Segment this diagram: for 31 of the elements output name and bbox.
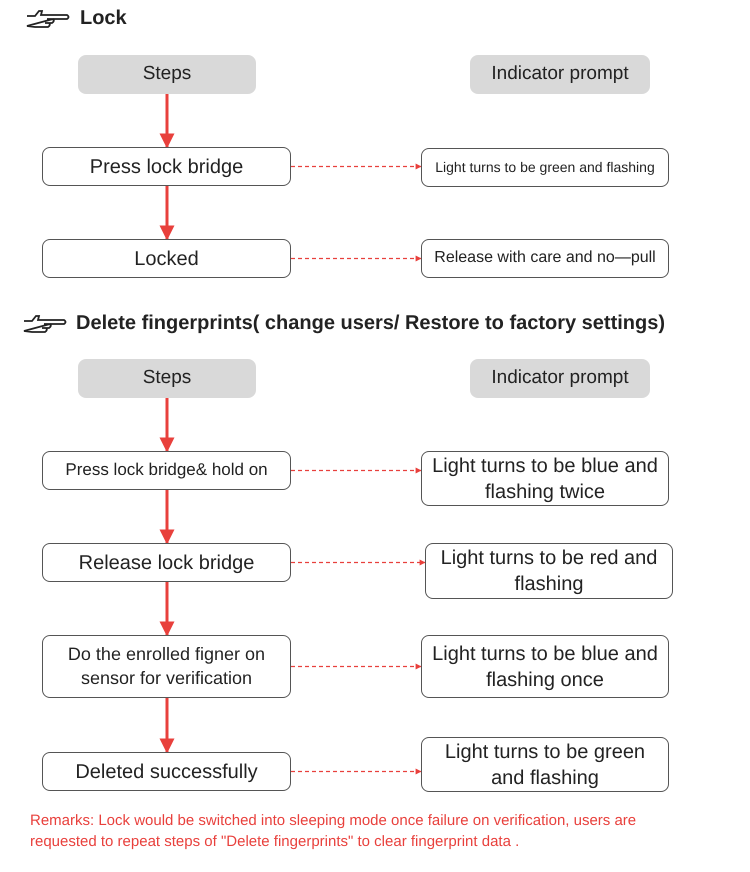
process-box: Light turns to be red and flashing	[425, 543, 673, 599]
arrow	[291, 664, 422, 670]
process-box: Do the enrolled figner on sensor for verification	[42, 635, 291, 698]
arrow	[160, 698, 174, 754]
header-box: Steps	[78, 359, 256, 398]
process-box: Deleted successfully	[42, 752, 291, 791]
process-box: Release lock bridge	[42, 543, 291, 582]
arrow	[160, 186, 174, 240]
header-box: Steps	[78, 55, 256, 94]
section-heading: Lock	[80, 6, 127, 31]
process-box: Press lock bridge& hold on	[42, 451, 291, 490]
arrow	[291, 164, 422, 170]
arrow	[160, 582, 174, 636]
arrow	[291, 468, 422, 474]
process-box: Release with care and no—pull	[421, 239, 669, 278]
header-box: Indicator prompt	[470, 359, 650, 398]
process-box: Light turns to be green and flashing	[421, 148, 669, 187]
process-box: Light turns to be green and flashing	[421, 737, 669, 792]
process-box: Light turns to be blue and flashing once	[421, 635, 669, 698]
arrow	[160, 490, 174, 544]
arrow	[291, 768, 422, 774]
arrow	[160, 398, 174, 452]
section-heading: Delete fingerprints( change users/ Restore to factory settings)	[76, 311, 666, 336]
remark-note: Remarks: Lock would be switched into sleeping mode once failure on verification, users are requested to repeat steps of "Delete fingerprints" to clear fingerprint data .	[30, 811, 638, 852]
header-box: Indicator prompt	[470, 55, 650, 94]
arrow	[291, 256, 422, 262]
arrow	[160, 94, 174, 148]
process-box: Locked	[42, 239, 291, 278]
arrow	[291, 560, 426, 566]
process-box: Press lock bridge	[42, 147, 291, 186]
process-box: Light turns to be blue and flashing twice	[421, 451, 669, 506]
